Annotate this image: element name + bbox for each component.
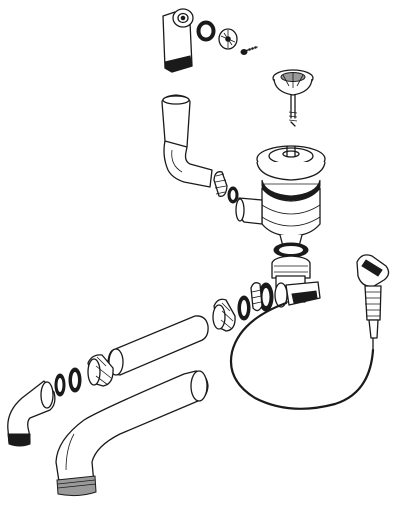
valve-body-icon: [271, 255, 321, 308]
nut-icon: [212, 298, 236, 332]
o-ring-icon: [68, 367, 82, 393]
o-ring-icon: [227, 186, 239, 204]
nut-icon: [213, 171, 228, 197]
elbow-icon: [7, 380, 56, 447]
o-ring-icon: [196, 20, 216, 42]
o-ring-icon: [54, 373, 66, 397]
o-ring-icon: [237, 295, 251, 321]
bent-pipe-icon: [55, 370, 209, 497]
overflow-hose-icon: [161, 94, 213, 188]
screw-icon: [240, 45, 258, 55]
washer-icon: [218, 28, 238, 50]
strainer-plug-icon: [272, 69, 314, 127]
nut-icon: [250, 282, 263, 312]
pipe-icon: [107, 315, 209, 376]
o-ring-icon: [273, 242, 309, 258]
nut-icon: [87, 354, 114, 387]
cable-icon: [229, 301, 375, 410]
o-ring-icon: [258, 282, 274, 312]
knob-icon: [356, 254, 390, 351]
overflow-cover-icon: [162, 8, 194, 73]
strainer-body-icon: [235, 145, 326, 251]
